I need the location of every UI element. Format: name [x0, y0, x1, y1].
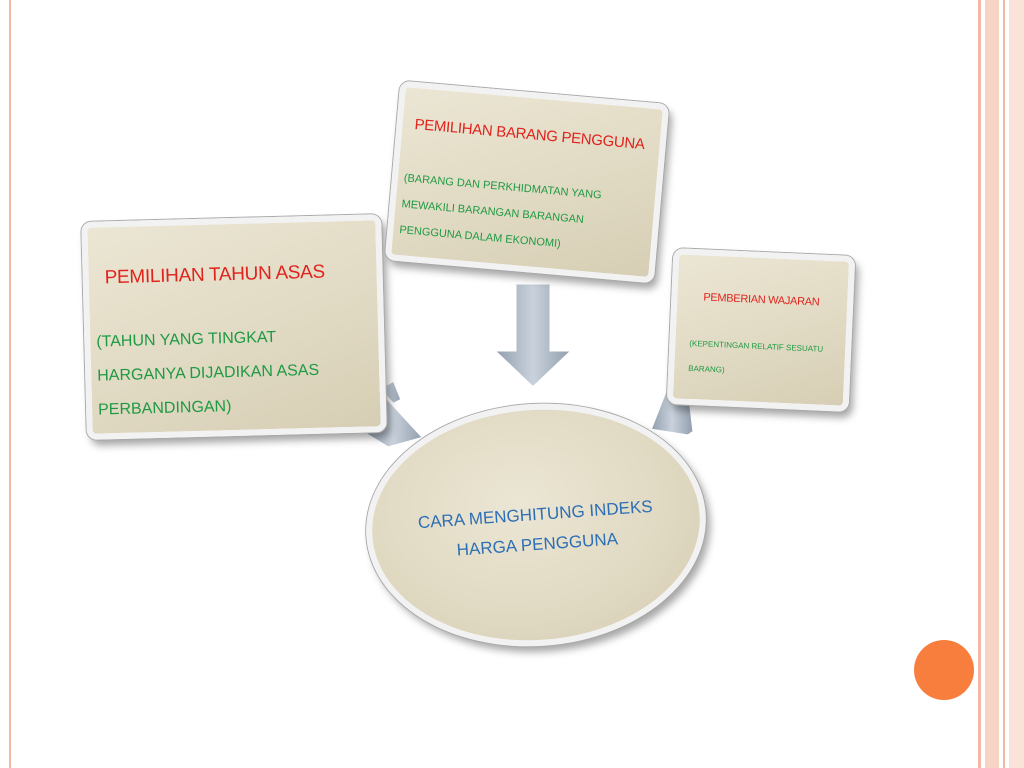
box-description: (TAHUN YANG TINGKAT HARGANYA DIJADIKAN A…: [96, 318, 379, 427]
frame-band-right-outer: [1009, 0, 1024, 768]
box-title: PEMBERIAN WAJARAN: [703, 291, 820, 309]
box-pemilihan-tahun-asas: PEMILIHAN TAHUN ASAS (TAHUN YANG TINGKAT…: [81, 214, 387, 440]
frame-line-left: [9, 0, 11, 768]
frame-band-right: [985, 0, 999, 768]
accent-dot: [914, 640, 974, 700]
box-title: PEMILIHAN TAHUN ASAS: [104, 261, 326, 289]
center-text: CARA MENGHITUNG INDEKS HARGA PENGGUNA: [371, 489, 702, 572]
frame-line-right: [978, 0, 981, 768]
box-description: (KEPENTINGAN RELATIF SESUATU BARANG): [688, 331, 850, 388]
box-description: (BARANG DAN PERKHIDMATAN YANG MEWAKILI B…: [398, 165, 654, 264]
box-pemilihan-barang-pengguna: PEMILIHAN BARANG PENGGUNA (BARANG DAN PE…: [384, 80, 670, 284]
arrow-down: [489, 281, 577, 391]
box-title: PEMILIHAN BARANG PENGGUNA: [413, 116, 646, 154]
desc-line: PERBANDINGAN): [97, 398, 232, 419]
frame-line-right-outer: [1003, 0, 1005, 768]
box-pemberian-wajaran: PEMBERIAN WAJARAN (KEPENTINGAN RELATIF S…: [666, 248, 856, 412]
